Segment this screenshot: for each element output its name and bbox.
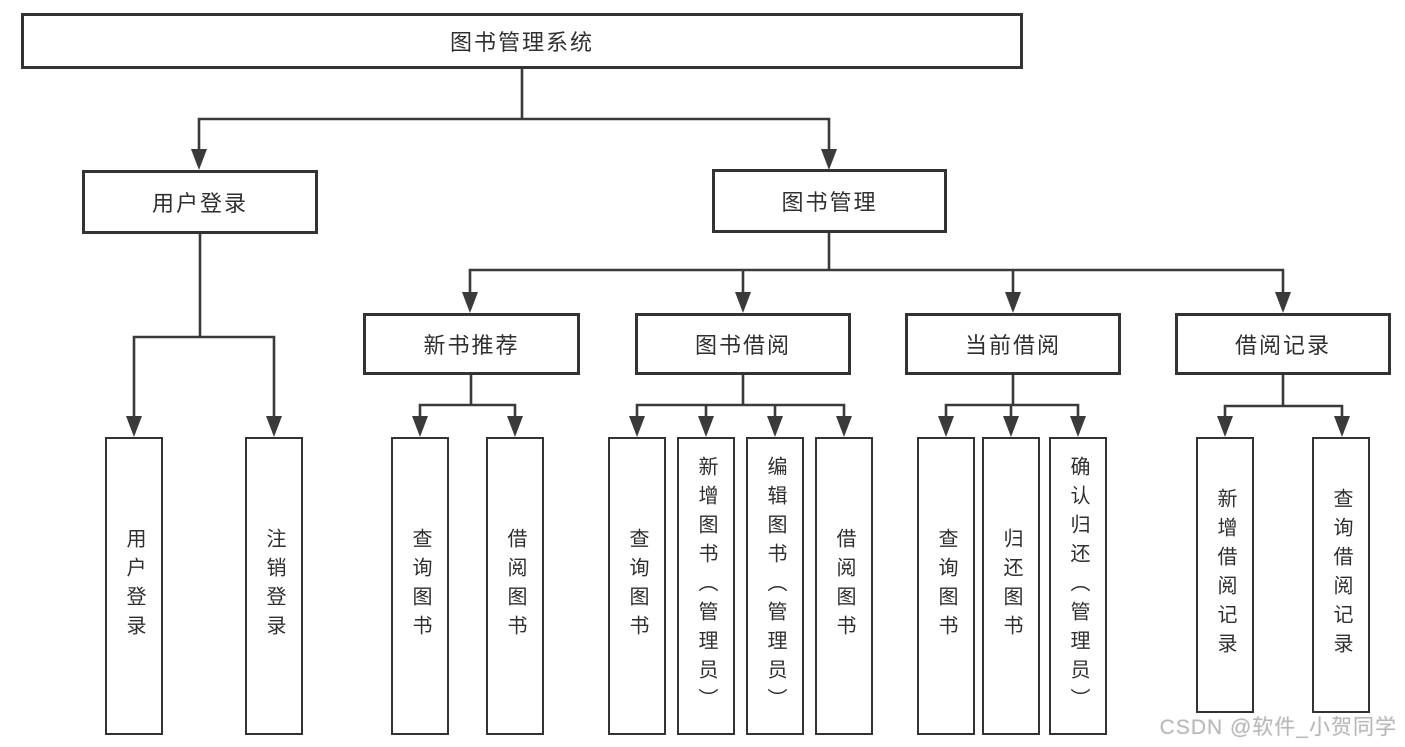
node-root-system: 图书管理系统 (21, 13, 1023, 69)
leaf-add-borrow-record-label: 新增借阅记录 (1214, 488, 1236, 662)
connector-bookmgmt-to-level3 (468, 231, 1285, 299)
leaf-add-borrow-record: 新增借阅记录 (1196, 437, 1254, 713)
node-borrowing-records-label: 借阅记录 (1234, 333, 1331, 358)
leaf-query-books-current-label: 查询图书 (935, 528, 957, 644)
leaf-query-borrow-record: 查询借阅记录 (1312, 437, 1370, 713)
node-current-borrowing-label: 当前借阅 (964, 333, 1061, 358)
node-book-borrowing: 图书借阅 (635, 313, 851, 375)
leaf-user-login-label: 用户登录 (123, 528, 145, 644)
leaf-logout-label: 注销登录 (263, 528, 285, 644)
leaf-add-books-admin-label: 新增图书（管理员） (695, 455, 717, 717)
leaf-edit-books-admin-label: 编辑图书（管理员） (764, 455, 786, 717)
leaf-query-books-current: 查询图书 (917, 437, 975, 735)
leaf-borrow-books-borrowing: 借阅图书 (815, 437, 873, 735)
node-root-label: 图书管理系统 (449, 30, 594, 55)
node-book-management-label: 图书管理 (781, 190, 878, 215)
connector-records-to-leaves (1223, 373, 1344, 423)
node-book-borrowing-label: 图书借阅 (694, 333, 791, 358)
node-user-login-label: 用户登录 (151, 191, 248, 216)
connector-newbook-to-leaves (418, 373, 517, 423)
leaf-add-books-admin: 新增图书（管理员） (677, 437, 735, 735)
node-new-book-recommend-label: 新书推荐 (423, 333, 520, 358)
connector-current-to-leaves (944, 373, 1080, 423)
node-book-management: 图书管理 (712, 169, 947, 233)
node-borrowing-records: 借阅记录 (1175, 313, 1391, 375)
node-user-login: 用户登录 (82, 170, 318, 234)
csdn-watermark: CSDN @软件_小贺同学 (1159, 716, 1397, 739)
leaf-borrow-books-recommend-label: 借阅图书 (504, 528, 526, 644)
node-new-book-recommend: 新书推荐 (363, 313, 580, 375)
connector-userlogin-to-leaves (132, 232, 276, 423)
leaf-logout: 注销登录 (245, 437, 303, 735)
leaf-query-books-recommend-label: 查询图书 (409, 528, 431, 644)
leaf-query-borrow-record-label: 查询借阅记录 (1330, 488, 1352, 662)
leaf-query-books-borrowing-label: 查询图书 (626, 528, 648, 644)
arrowheads (126, 149, 1350, 437)
leaf-borrow-books-recommend: 借阅图书 (486, 437, 544, 735)
connector-borrowing-to-leaves (635, 373, 846, 423)
leaf-return-books-label: 归还图书 (1000, 528, 1022, 644)
connector-root-to-level2 (197, 67, 831, 156)
leaf-user-login: 用户登录 (105, 437, 163, 735)
leaf-confirm-return-admin: 确认归还（管理员） (1049, 437, 1107, 735)
leaf-edit-books-admin: 编辑图书（管理员） (746, 437, 804, 735)
leaf-query-books-borrowing: 查询图书 (608, 437, 666, 735)
leaf-borrow-books-borrowing-label: 借阅图书 (833, 528, 855, 644)
leaf-query-books-recommend: 查询图书 (391, 437, 449, 735)
leaf-confirm-return-admin-label: 确认归还（管理员） (1067, 455, 1089, 717)
node-current-borrowing: 当前借阅 (905, 313, 1121, 375)
leaf-return-books: 归还图书 (982, 437, 1040, 735)
